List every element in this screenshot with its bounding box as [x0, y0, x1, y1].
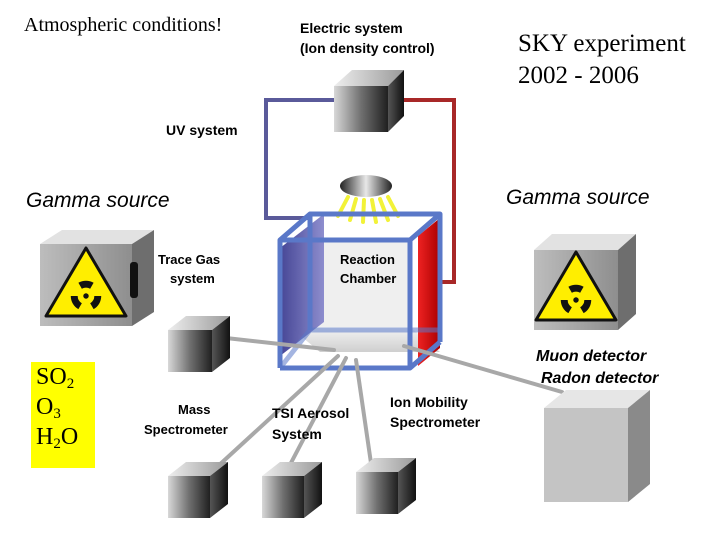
tsi-aerosol-label: TSI Aerosol: [272, 405, 350, 421]
uv-lamp: [336, 175, 400, 224]
mass-spectrometer-box: [168, 462, 228, 518]
gamma-source-left-box: [40, 230, 154, 326]
o3-formula: O3: [36, 394, 61, 422]
gamma-source-right-box: [534, 234, 636, 330]
muon-radon-detector-box: [544, 390, 650, 502]
gamma-source-left-label: Gamma source: [26, 189, 170, 212]
ion-mobility-sublabel: Spectrometer: [390, 414, 481, 430]
electric-system-box: [334, 70, 404, 132]
trace-gas-box: [168, 316, 230, 372]
tsi-aerosol-sublabel: System: [272, 426, 322, 442]
muon-detector-label: Muon detector: [536, 348, 647, 365]
left-title: Atmospheric conditions!: [24, 14, 223, 36]
right-title-line1: SKY experiment: [518, 30, 686, 57]
ion-mobility-box: [356, 458, 416, 514]
trace-gases-box: SO2 O3 H2O: [31, 362, 95, 468]
mass-spectrometer-sublabel: Spectrometer: [144, 422, 228, 437]
electric-system-label: Electric system: [300, 20, 403, 36]
trace-gas-sublabel: system: [170, 271, 215, 286]
electric-wires: [264, 98, 456, 284]
h2o-formula: H2O: [36, 424, 79, 452]
electric-system-sublabel: (Ion density control): [300, 40, 435, 56]
ion-mobility-label: Ion Mobility: [390, 394, 468, 410]
trace-gas-label: Trace Gas: [158, 252, 221, 267]
gamma-source-right-label: Gamma source: [506, 186, 650, 209]
right-title-line2: 2002 - 2006: [518, 62, 639, 89]
so2-formula: SO2: [36, 364, 75, 392]
reaction-chamber-label: Reaction: [340, 252, 395, 267]
reaction-chamber-sublabel: Chamber: [340, 271, 397, 286]
tsi-aerosol-box: [262, 462, 322, 518]
radon-detector-label: Radon detector: [541, 370, 659, 387]
mass-spectrometer-label: Mass: [178, 402, 211, 417]
instrument-lines: [203, 336, 564, 482]
uv-system-label: UV system: [166, 122, 238, 138]
